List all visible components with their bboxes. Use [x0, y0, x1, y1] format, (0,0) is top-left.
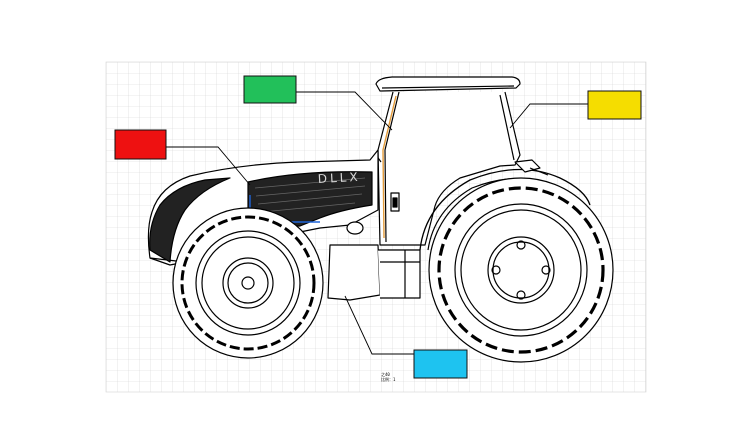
rear-fender	[419, 168, 591, 251]
leader-green	[296, 91, 393, 131]
cab-roof	[375, 76, 521, 92]
grille	[149, 177, 231, 263]
cab-frame	[377, 91, 521, 246]
callout-cyan[interactable]	[413, 349, 468, 379]
callout-yellow[interactable]	[587, 90, 642, 120]
fuel-tank	[327, 244, 381, 301]
step-box	[378, 249, 421, 299]
callout-red[interactable]	[114, 129, 167, 160]
drawing-footer-line-1: 之40	[381, 371, 390, 377]
callout-green[interactable]	[243, 75, 297, 104]
leader-red	[166, 146, 251, 186]
front-wheel	[172, 207, 324, 359]
leader-lines	[166, 91, 588, 355]
leader-yellow	[509, 103, 588, 129]
orange-cab-trim	[382, 95, 397, 239]
drawing-footer-line-2: 比例：1	[381, 376, 396, 382]
brand-lettering: DLLX	[317, 170, 361, 186]
rear-wheel	[428, 177, 614, 363]
headlight	[346, 221, 364, 235]
tractor	[147, 76, 614, 363]
leader-cyan	[344, 295, 414, 355]
